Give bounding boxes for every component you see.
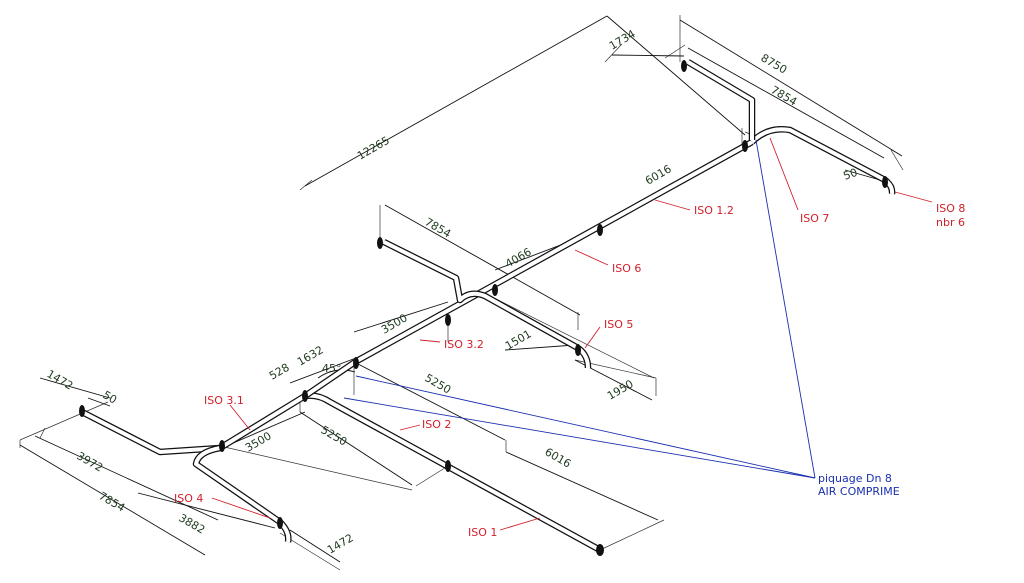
note-line-2: AIR COMPRIME [818,485,900,498]
dim-50-left: 50 [101,388,120,406]
dim-1472-low: 1472 [325,531,356,556]
label-nbr6: nbr 6 [936,216,965,229]
dimension-labels: 1734 8750 7854 12265 6016 50 7854 4066 3… [45,27,860,556]
label-iso5: ISO 5 [604,318,633,331]
dim-7854-low: 7854 [97,489,128,514]
iso-labels: ISO 8 nbr 6 ISO 7 ISO 1.2 ISO 6 ISO 5 IS… [174,202,965,539]
dim-3882: 3882 [177,511,208,536]
label-iso4: ISO 4 [174,492,203,505]
air-tap-note: piquage Dn 8 AIR COMPRIME [818,472,900,498]
label-iso6: ISO 6 [612,262,641,275]
dim-1472-left: 1472 [45,367,76,392]
iso-leaders [211,137,933,531]
note-leaders [343,139,816,479]
dim-528: 528 [267,361,292,383]
label-iso8: ISO 8 [936,202,965,215]
flanges [79,60,888,556]
pipe-network [80,59,896,553]
dim-12265: 12265 [355,134,392,163]
dim-1734: 1734 [607,27,638,52]
dim-5250-low: 5250 [319,423,350,448]
dim-7854-mid: 7854 [423,215,454,240]
dim-50-right: 50 [842,166,860,183]
label-iso12: ISO 1.2 [694,204,734,217]
dim-5250-upper: 5250 [423,371,454,396]
label-iso31: ISO 3.1 [204,394,244,407]
label-iso7: ISO 7 [800,212,829,225]
dim-45: 45° [322,362,342,375]
dim-1950: 1950 [605,377,636,402]
dim-8750: 8750 [759,51,790,76]
dim-6016-top: 6016 [643,162,674,187]
dim-7854-top: 7854 [769,83,800,108]
label-iso32: ISO 3.2 [444,338,484,351]
dim-6016-low: 6016 [543,445,574,470]
note-line-1: piquage Dn 8 [818,472,892,485]
label-iso1: ISO 1 [468,526,497,539]
dim-3972: 3972 [75,449,106,474]
label-iso2: ISO 2 [422,418,451,431]
